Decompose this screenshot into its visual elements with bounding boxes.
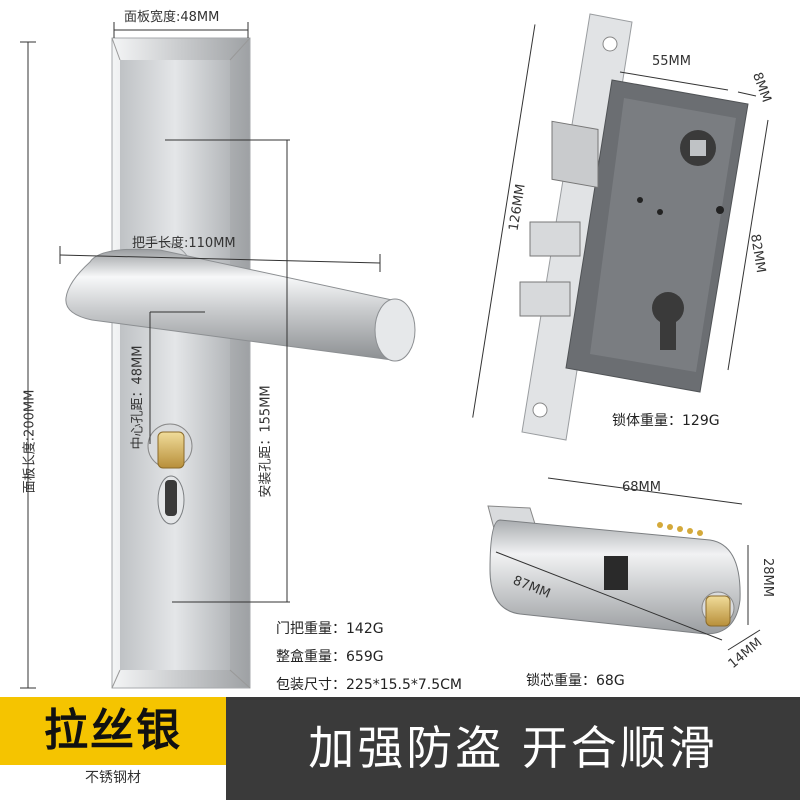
panel-length-label: 面板长度:200MM xyxy=(22,389,38,494)
handle-length-label: 把手长度:110MM xyxy=(132,236,236,251)
slogan-background xyxy=(226,697,800,800)
lock-cylinder xyxy=(487,505,741,635)
mortise-lock-body xyxy=(519,13,749,441)
slogan: 加强防盗 开合顺滑 xyxy=(308,721,718,775)
cylinder-dimension-lines xyxy=(495,477,761,651)
panel-dimension-lines xyxy=(20,22,381,689)
panel-key-cylinder xyxy=(147,423,193,525)
material-label: 不锈钢材 xyxy=(85,770,141,786)
color-name: 拉丝银 xyxy=(44,705,182,756)
center-hole-distance-label: 中心孔距：48MM xyxy=(130,345,146,450)
lock-body-width-label: 55MM xyxy=(652,54,691,69)
color-name-background xyxy=(0,697,226,765)
material-background xyxy=(0,765,226,800)
cylinder-height-label: 28MM xyxy=(759,558,775,597)
panel-width-label: 面板宽度:48MM xyxy=(124,10,220,25)
lock-cylinder-weight: 锁芯重量：68G xyxy=(526,673,625,689)
cylinder-length-a-label: 68MM xyxy=(622,480,661,495)
lever-handle xyxy=(65,248,416,362)
lock-body-dimension-lines xyxy=(472,24,769,418)
box-weight: 整盒重量：659G xyxy=(276,649,384,665)
handle-weight: 门把重量：142G xyxy=(276,621,384,637)
lock-body-weight: 锁体重量：129G xyxy=(612,413,720,429)
door-panel xyxy=(111,37,251,689)
package-size: 包装尺寸：225*15.5*7.5CM xyxy=(276,677,463,693)
mounting-hole-distance-label: 安装孔距：155MM xyxy=(258,385,274,498)
